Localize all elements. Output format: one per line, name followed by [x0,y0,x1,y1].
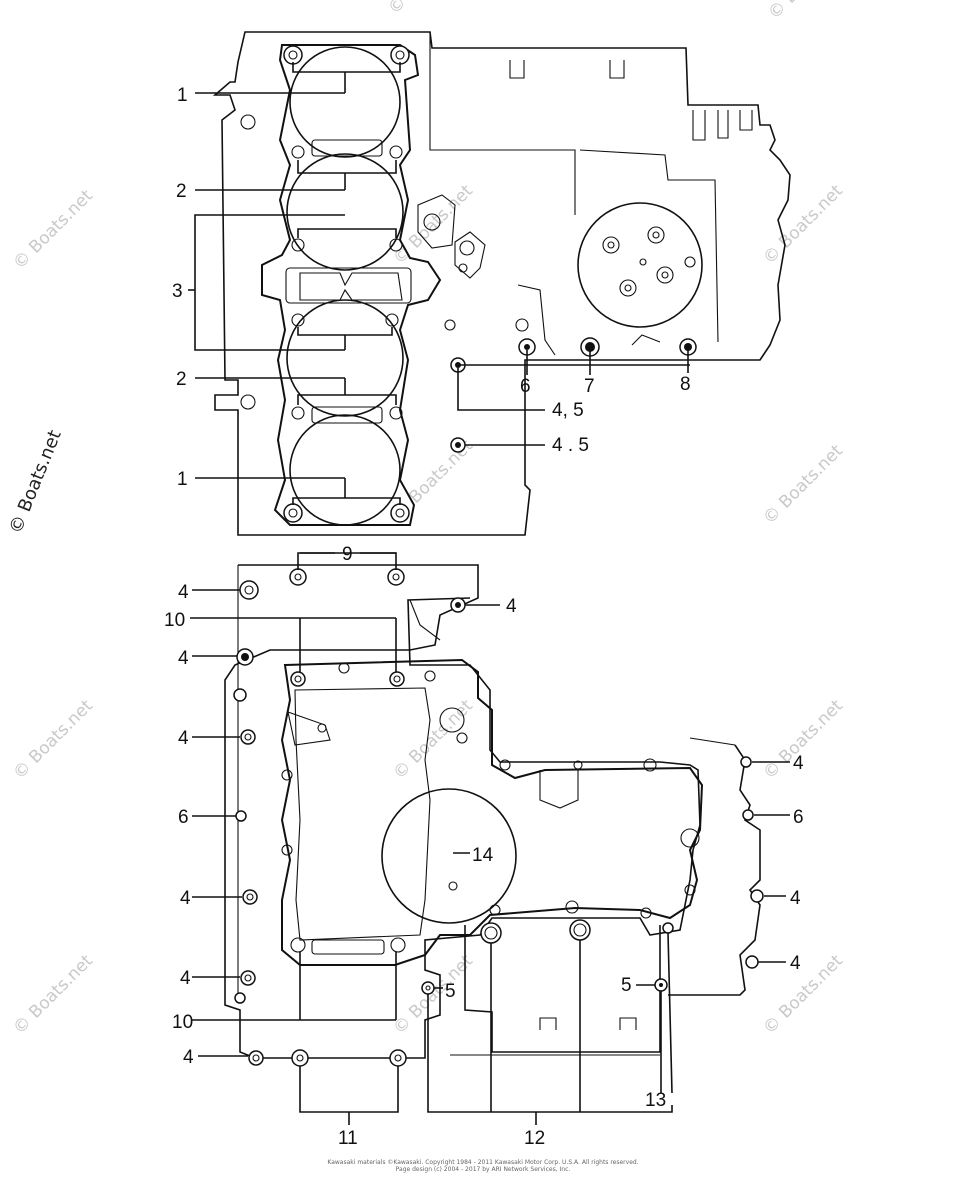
callout-5: 5 [445,981,456,1002]
callout-4: 4 [506,596,517,617]
callout-6: 6 [793,807,804,828]
callout-1: 1 [177,469,188,490]
watermark: © Boats.net [389,696,477,784]
callout-10: 10 [164,610,185,631]
callout-labels: 1 2 3 2 1 6 7 8 4, 5 4 . 5 9 4 4 10 4 4 … [164,85,804,1149]
callout-4: 4 [180,888,191,909]
lower-leader-lines [190,552,790,1125]
callout-9: 9 [342,544,353,565]
callout-2: 2 [176,181,187,202]
lower-fasteners [233,568,764,1067]
lower-crankcase [224,564,761,1059]
footer-copyright: Kawasaki materials ©Kawasaki. Copyright … [327,1159,638,1166]
watermark: © Boats.net [9,951,97,1039]
callout-4: 4 [183,1047,194,1068]
callout-4: 4 [180,968,191,989]
watermark: © Boats.net [764,0,852,24]
watermark: © Boats.net [759,441,847,529]
footer: Kawasaki materials ©Kawasaki. Copyright … [327,1159,638,1173]
callout-4: 4 [178,582,189,603]
callout-6: 6 [178,807,189,828]
callout-1: 1 [177,85,188,106]
callout-4: 4 [178,648,189,669]
upper-crankcase [212,31,791,536]
watermark: © Boats.net [384,0,472,19]
watermark: © Boats.net [5,427,66,537]
callout-4: 4 [790,953,801,974]
footer-page-design: Page design (c) 2004 - 2017 by ARI Netwo… [396,1166,571,1173]
callout-12: 12 [524,1128,545,1149]
callout-5: 5 [621,975,632,996]
crankcase-gasket-upper [261,44,442,526]
watermark: © Boats.net [759,951,847,1039]
callout-4: 4 [790,888,801,909]
callout-4-5: 4 . 5 [552,435,589,456]
watermark: © Boats.net [9,186,97,274]
callout-14: 14 [472,845,494,866]
callout-11: 11 [338,1128,358,1149]
crankcase-gasket-lower [280,658,704,966]
callout-4: 4 [178,728,189,749]
watermark: © Boats.net [9,696,97,784]
callout-13: 13 [645,1090,666,1111]
callout-6: 6 [520,376,531,397]
callout-4: 4 [793,753,804,774]
watermark-group: © Boats.net © Boats.net © Boats.net © Bo… [5,0,852,1039]
callout-4-5: 4, 5 [552,400,584,421]
upper-leader-lines [188,62,690,505]
callout-10: 10 [172,1012,193,1033]
callout-3: 3 [172,281,183,302]
callout-8: 8 [680,374,691,395]
callout-2: 2 [176,369,187,390]
watermark: © Boats.net [759,181,847,269]
watermark: © Boats.net [389,951,477,1039]
callout-7: 7 [584,376,595,397]
